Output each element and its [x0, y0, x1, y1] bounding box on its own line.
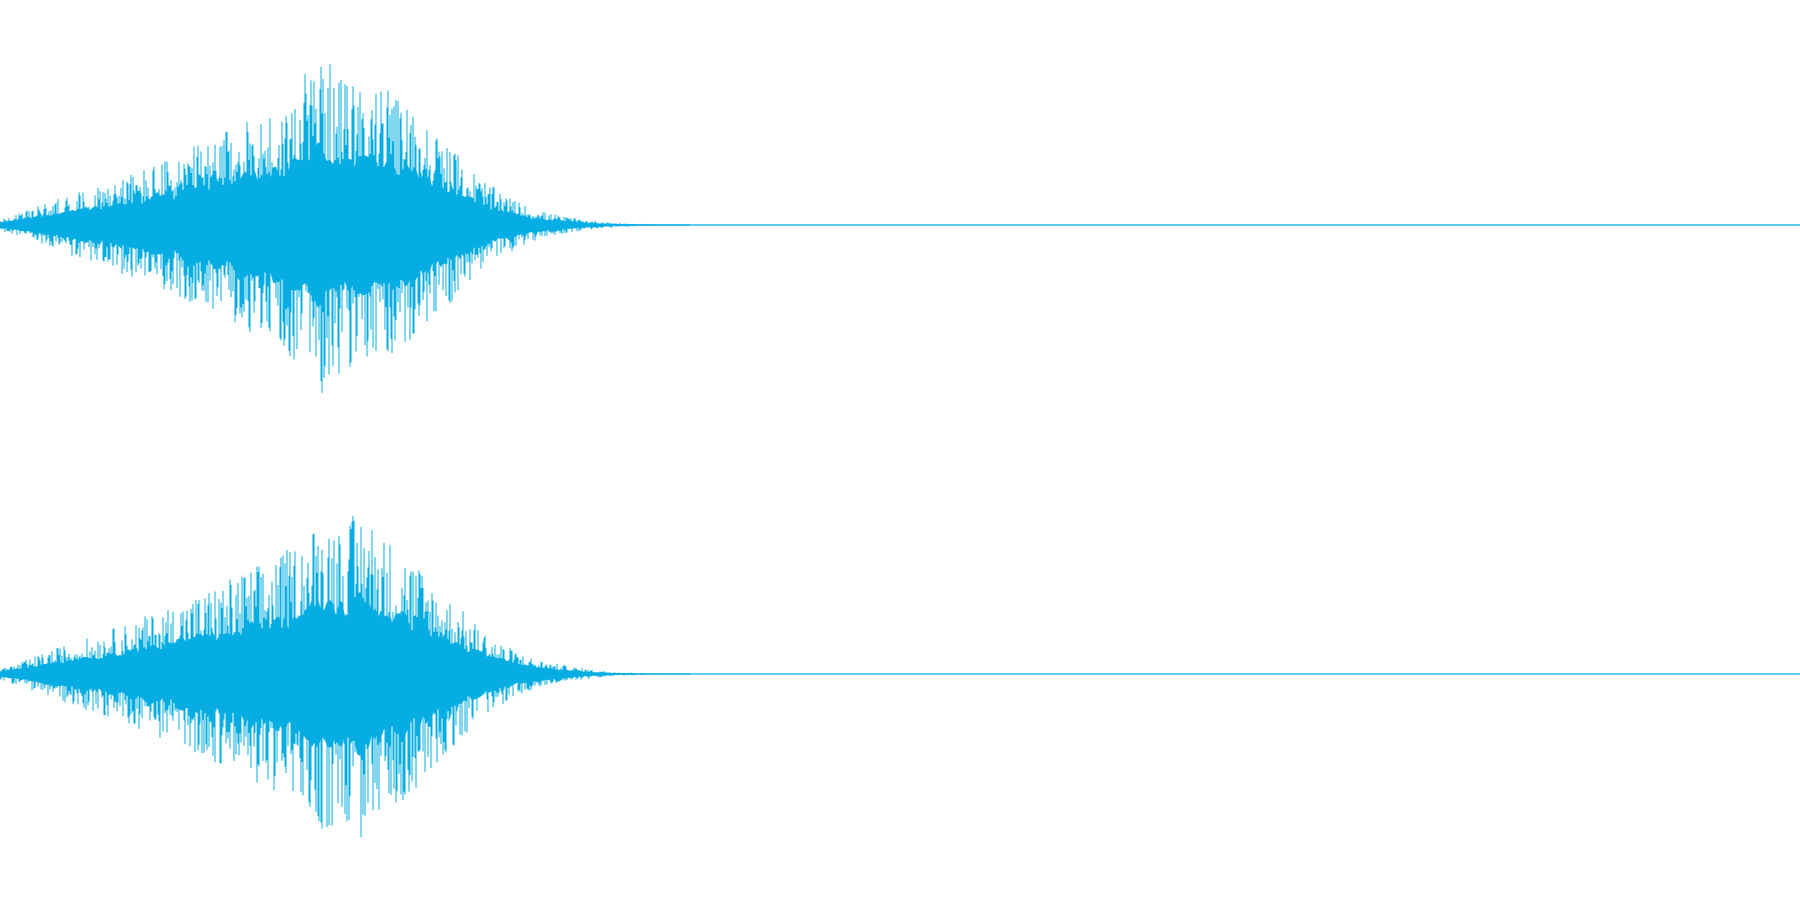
waveform-channel-1: [0, 64, 1800, 393]
waveform-channel-2: [0, 515, 1800, 838]
